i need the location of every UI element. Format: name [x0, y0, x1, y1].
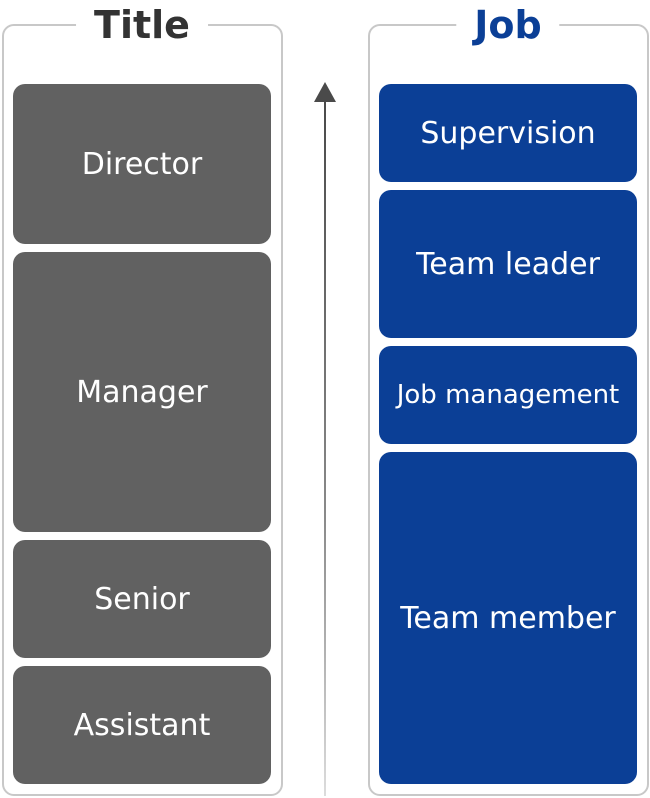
title-item-director: Director	[13, 84, 271, 244]
arrow-up-icon	[314, 82, 336, 102]
hierarchy-arrow-shaft	[324, 100, 326, 796]
job-item-team-member: Team member	[379, 452, 637, 784]
job-column-heading: Job	[456, 0, 560, 50]
job-item-label: Team member	[400, 600, 616, 636]
job-item-label: Team leader	[416, 246, 600, 282]
title-column-heading: Title	[76, 0, 208, 50]
job-item-label: Supervision	[420, 115, 596, 151]
job-item-supervision: Supervision	[379, 84, 637, 182]
title-item-assistant: Assistant	[13, 666, 271, 784]
job-item-label: Job management	[396, 380, 620, 410]
title-item-label: Director	[81, 146, 203, 182]
title-item-label: Manager	[76, 374, 208, 410]
job-item-job-management: Job management	[379, 346, 637, 444]
job-item-team-leader: Team leader	[379, 190, 637, 338]
title-item-manager: Manager	[13, 252, 271, 532]
title-item-label: Assistant	[73, 707, 211, 743]
title-item-label: Senior	[94, 581, 190, 617]
title-item-senior: Senior	[13, 540, 271, 658]
